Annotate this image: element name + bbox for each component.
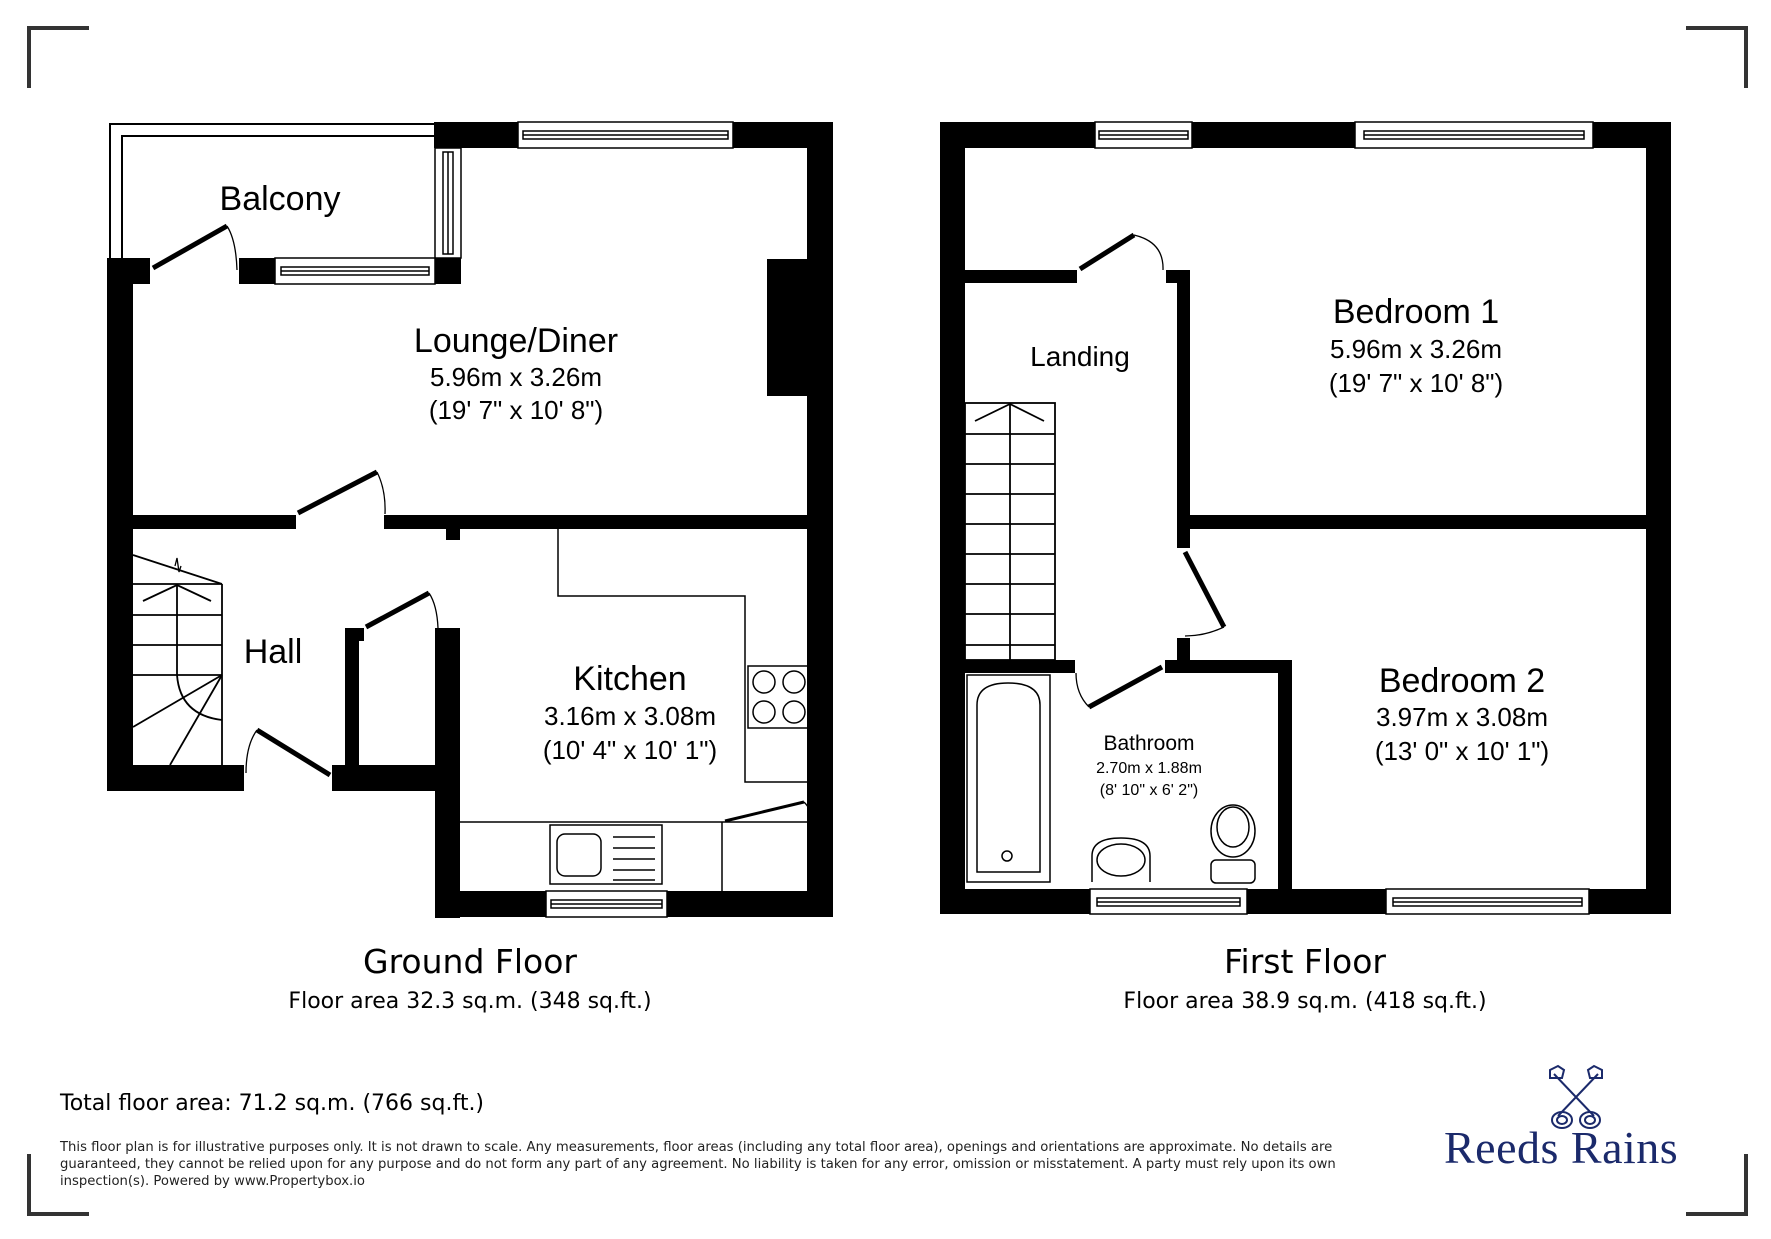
- room-dims-kitchen-metric: 3.16m x 3.08m: [544, 701, 716, 731]
- room-label-balcony: Balcony: [220, 180, 341, 218]
- corner-mark-top-right: [1686, 26, 1748, 88]
- corner-mark-bottom-left: [27, 1154, 89, 1216]
- hob-icon: [747, 665, 811, 729]
- total-floor-area: Total floor area: 71.2 sq.m. (766 sq.ft.…: [60, 1091, 485, 1116]
- balcony-bottom-window: [274, 257, 436, 285]
- room-dims-kitchen-imperial: (10' 4" x 10' 1"): [543, 735, 717, 765]
- lounge-top-window: [517, 121, 734, 149]
- first-floor-walls: [940, 122, 1671, 914]
- room-dims-bathroom-metric: 2.70m x 1.88m: [1096, 760, 1202, 777]
- first-floor-title: First Floor: [1223, 942, 1387, 981]
- room-label-kitchen: Kitchen: [573, 660, 686, 698]
- bedroom1-door: [1078, 232, 1164, 272]
- room-dims-lounge-imperial: (19' 7" x 10' 8"): [429, 395, 603, 425]
- cupboard-door: [364, 590, 439, 630]
- balcony-railing: [109, 123, 436, 259]
- kitchen-window: [545, 890, 668, 918]
- bath-icon: [966, 674, 1051, 883]
- first-floor-doors: [1075, 232, 1227, 710]
- basin-icon: [1091, 837, 1151, 882]
- brand-logo-text: Reeds Rains: [1444, 1122, 1679, 1173]
- ground-floor-title: Ground Floor: [363, 942, 577, 981]
- bathroom-door: [1075, 664, 1164, 710]
- kitchen-fittings: [460, 529, 811, 891]
- first-floor-windows: [1089, 121, 1594, 915]
- room-dims-lounge-metric: 5.96m x 3.26m: [430, 362, 602, 392]
- kitchen-unit-door: [724, 800, 813, 823]
- ground-floor-plan: Balcony Lounge/Diner 5.96m x 3.26m (19' …: [107, 121, 833, 918]
- disclaimer-text: This floor plan is for illustrative purp…: [60, 1140, 1336, 1189]
- first-floor-stairs: [964, 402, 1056, 661]
- crossed-keys-icon: [1549, 1064, 1603, 1129]
- ground-floor-windows: [274, 121, 734, 918]
- room-label-lounge: Lounge/Diner: [414, 322, 618, 360]
- room-dims-bathroom-imperial: (8' 10" x 6' 2"): [1100, 782, 1198, 799]
- room-dims-bedroom2-imperial: (13' 0" x 10' 1"): [1375, 736, 1549, 766]
- first-floor-labels: Landing Bedroom 1 5.96m x 3.26m (19' 7" …: [1030, 293, 1549, 799]
- front-door: [245, 727, 332, 778]
- ground-floor-labels: Balcony Lounge/Diner 5.96m x 3.26m (19' …: [220, 180, 718, 765]
- bedroom2-window: [1385, 888, 1590, 915]
- corner-mark-bottom-right: [1686, 1154, 1748, 1216]
- landing-window: [1094, 121, 1193, 149]
- bathroom-fittings: [966, 674, 1256, 884]
- room-label-landing: Landing: [1030, 341, 1130, 372]
- room-dims-bedroom1-metric: 5.96m x 3.26m: [1330, 334, 1502, 364]
- room-label-bedroom2: Bedroom 2: [1379, 662, 1545, 700]
- toilet-icon: [1210, 804, 1256, 884]
- corner-mark-top-left: [27, 26, 89, 88]
- room-label-bathroom: Bathroom: [1103, 732, 1194, 755]
- bathroom-window: [1089, 888, 1248, 915]
- room-dims-bedroom1-imperial: (19' 7" x 10' 8"): [1329, 368, 1503, 398]
- ground-floor-walls: [107, 122, 833, 918]
- sink-icon: [549, 824, 663, 885]
- bedroom1-window: [1354, 121, 1594, 149]
- ground-floor-area: Floor area 32.3 sq.m. (348 sq.ft.): [288, 989, 652, 1014]
- balcony-side-window: [434, 147, 462, 259]
- bedroom2-door: [1182, 550, 1227, 637]
- room-label-bedroom1: Bedroom 1: [1333, 293, 1499, 331]
- first-floor-plan: Landing Bedroom 1 5.96m x 3.26m (19' 7" …: [940, 121, 1671, 915]
- ground-floor-doors: [151, 223, 813, 823]
- balcony-door: [151, 223, 238, 271]
- lounge-door: [296, 469, 386, 516]
- ground-floor-stairs: [132, 554, 223, 766]
- room-label-hall: Hall: [244, 633, 303, 671]
- first-floor-area: Floor area 38.9 sq.m. (418 sq.ft.): [1123, 989, 1487, 1014]
- room-dims-bedroom2-metric: 3.97m x 3.08m: [1376, 702, 1548, 732]
- kitchen-worktop-upper: [557, 529, 808, 783]
